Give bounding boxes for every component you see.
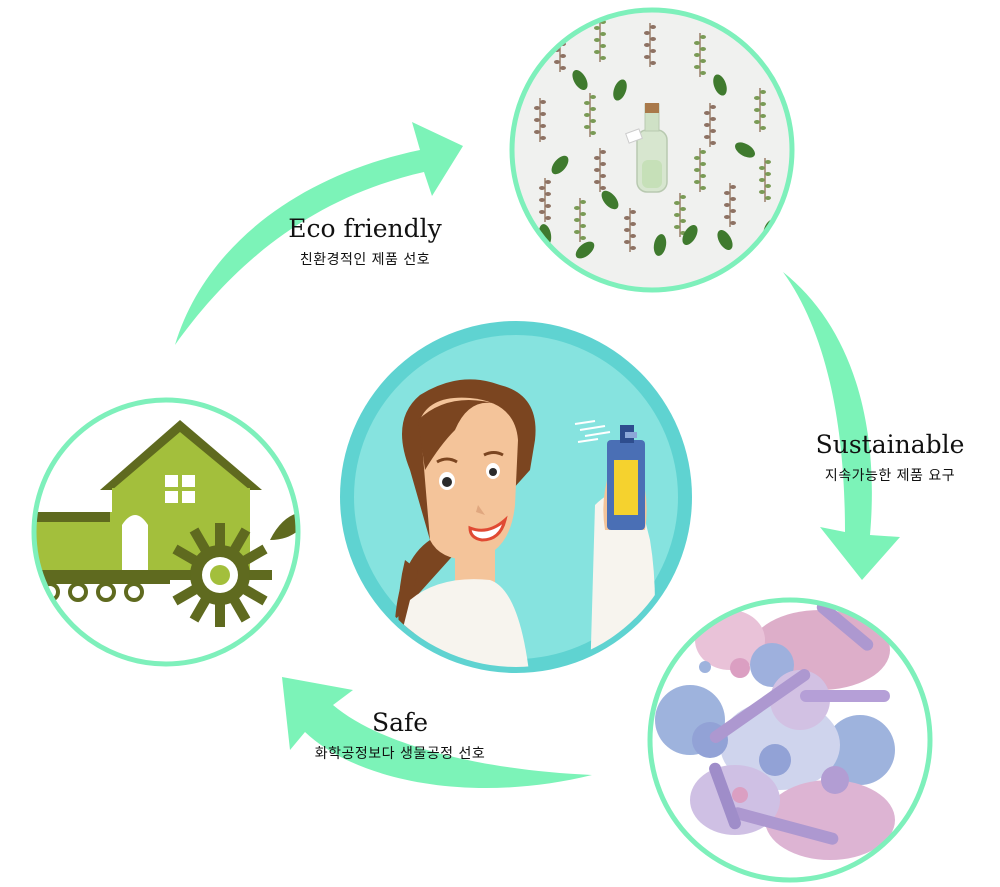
herb-sprig <box>704 103 716 147</box>
eco-friendly-subtitle: 친환경적인 제품 선호 <box>299 252 431 268</box>
leaf <box>682 225 698 245</box>
arrow-sustainable <box>783 272 900 580</box>
herb-sprig <box>674 193 686 237</box>
gear-tooth <box>215 523 225 549</box>
label-eco-friendly: Eco friendly 친환경적인 제품 선호 <box>255 214 475 270</box>
leaf <box>713 74 727 96</box>
eco-friendly-title: Eco friendly <box>288 214 442 243</box>
gear-tooth <box>240 583 268 606</box>
gear-tooth <box>172 544 200 567</box>
label-safe: Safe 화학공정보다 생물공정 선호 <box>270 708 530 764</box>
herb-sprig <box>539 178 551 222</box>
microbes-illustration <box>647 597 933 883</box>
herb-sprig <box>754 88 766 132</box>
gear-tooth <box>240 544 268 567</box>
leaf <box>653 234 667 256</box>
leaf <box>613 79 627 101</box>
plants-bottle-illustration <box>509 7 795 293</box>
gear-tooth <box>189 527 212 555</box>
herb-sprig <box>644 23 656 67</box>
herb-sprig <box>624 208 636 252</box>
leaf <box>735 142 755 158</box>
sustainable-title: Sustainable <box>815 430 965 459</box>
sustainable-subtitle: 지속가능한 제품 요구 <box>824 468 956 484</box>
herb-sprig <box>574 198 586 242</box>
herb-sprig <box>594 18 606 62</box>
herb-sprig <box>694 148 706 192</box>
scientist-spray-illustration <box>340 321 692 673</box>
gear-tooth <box>172 583 200 606</box>
herb-sprig <box>594 148 606 192</box>
herb-sprig <box>534 98 546 142</box>
gear-tooth <box>189 595 212 623</box>
gear-tooth <box>228 595 251 623</box>
safe-title: Safe <box>371 708 429 737</box>
arrow-safe <box>282 677 592 789</box>
leaf <box>572 70 588 90</box>
leaf <box>551 155 569 175</box>
leaf <box>717 230 733 250</box>
label-sustainable: Sustainable 지속가능한 제품 요구 <box>790 430 990 486</box>
herb-sprig <box>694 33 706 77</box>
herb-sprig <box>724 183 736 227</box>
arrow-eco-friendly <box>175 122 463 345</box>
gear-tooth <box>246 570 272 580</box>
herb-sprig <box>759 158 771 202</box>
gear-tooth <box>168 570 194 580</box>
leaf <box>601 190 619 210</box>
house-factory-illustration <box>31 397 301 667</box>
gear-tooth <box>215 601 225 627</box>
safe-subtitle: 화학공정보다 생물공정 선호 <box>314 746 486 762</box>
gear-tooth <box>228 527 251 555</box>
herb-sprig <box>584 93 596 137</box>
leaf <box>575 241 595 259</box>
